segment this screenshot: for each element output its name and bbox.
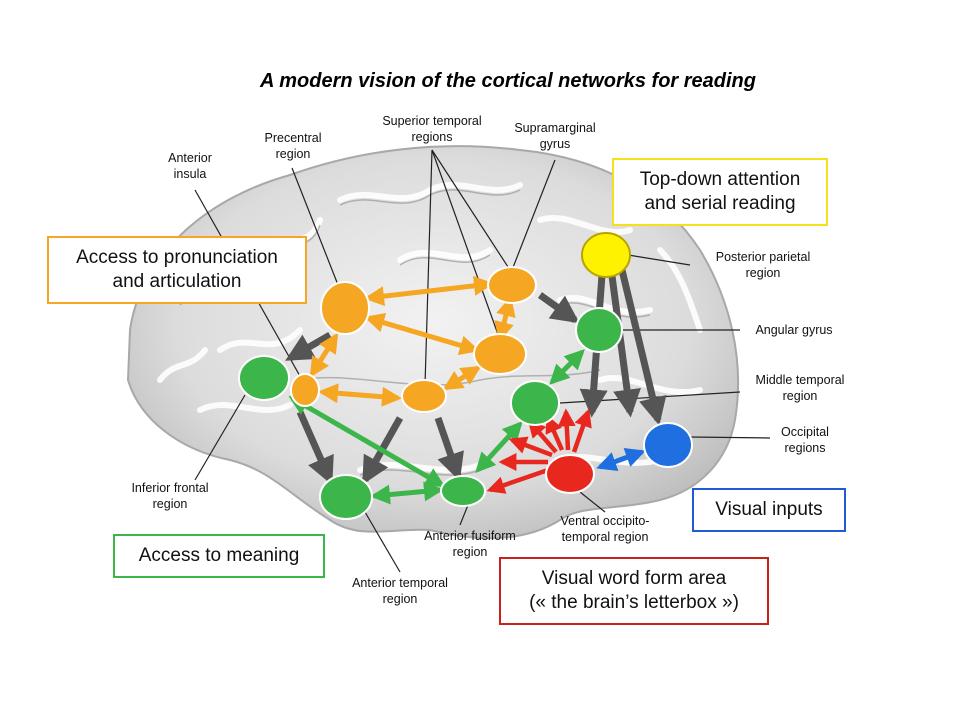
anterior-insula-node xyxy=(290,373,320,407)
vwfa-node xyxy=(545,454,595,494)
anterior-fusiform-node xyxy=(440,475,486,507)
green-arrows xyxy=(288,349,585,505)
anterior-temporal-node xyxy=(319,474,373,520)
angular-gyrus-node xyxy=(575,307,623,353)
label-ventral-occipito: Ventral occipito-temporal region xyxy=(560,514,650,544)
middle-temporal-node xyxy=(510,380,560,426)
inferior-frontal-node xyxy=(238,355,290,401)
occipital-node xyxy=(643,422,693,468)
region-nodes xyxy=(238,232,693,520)
superior-temporal-node-2 xyxy=(401,379,447,413)
posterior-parietal-node xyxy=(581,232,631,278)
box-meaning: Access to meaning xyxy=(113,534,325,578)
box-visual-inputs: Visual inputs xyxy=(692,488,846,532)
red-arrows xyxy=(486,408,592,494)
diagram-title: A modern vision of the cortical networks… xyxy=(259,70,756,92)
superior-temporal-node-1 xyxy=(473,333,527,375)
precentral-node xyxy=(320,281,370,335)
supramarginal-node xyxy=(487,266,537,304)
label-angular-gyrus: Angular gyrus xyxy=(755,323,833,337)
blue-arrow xyxy=(596,447,646,472)
box-vwfa: Visual word form area(« the brain’s lett… xyxy=(499,557,769,625)
